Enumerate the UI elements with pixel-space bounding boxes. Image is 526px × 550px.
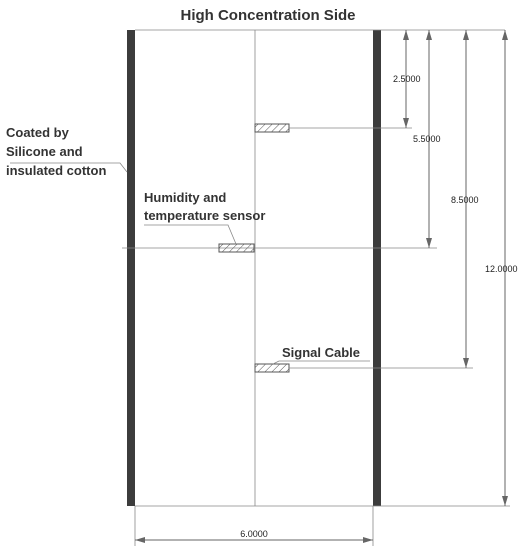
coating-leader-line xyxy=(10,162,128,173)
dim-label-5-5: 5.5000 xyxy=(413,134,441,144)
sensor-label-line2: temperature sensor xyxy=(144,208,265,223)
dim-arrow-8-5-top xyxy=(463,30,469,40)
signal-cable-leader xyxy=(272,360,370,365)
dim-arrow-2-5-bottom xyxy=(403,118,409,128)
signal-cable-label: Signal Cable xyxy=(282,345,360,360)
coating-label-line3: insulated cotton xyxy=(6,163,106,178)
sensor-label-line1: Humidity and xyxy=(144,190,226,205)
dim-label-2-5: 2.5000 xyxy=(393,74,421,84)
dim-arrow-12-bottom xyxy=(502,496,508,506)
dim-arrow-width-left xyxy=(135,537,145,543)
dim-arrow-5-5-top xyxy=(426,30,432,40)
dim-arrow-2-5-top xyxy=(403,30,409,40)
dim-arrow-5-5-bottom xyxy=(426,238,432,248)
dim-arrow-width-right xyxy=(363,537,373,543)
dim-arrow-12-top xyxy=(502,30,508,40)
coating-label-line1: Coated by xyxy=(6,125,70,140)
dim-label-width: 6.0000 xyxy=(240,529,268,539)
dim-label-12: 12.0000 xyxy=(485,264,518,274)
right-wall xyxy=(373,30,381,506)
coating-label-line2: Silicone and xyxy=(6,144,83,159)
diagram-title: High Concentration Side xyxy=(180,7,355,24)
dim-arrow-8-5-bottom xyxy=(463,358,469,368)
sensor-bottom xyxy=(254,363,290,373)
sensor-top xyxy=(254,123,290,133)
sensor-middle xyxy=(218,243,255,253)
left-wall xyxy=(127,30,135,506)
sensor-leader-line xyxy=(144,224,237,245)
dim-label-8-5: 8.5000 xyxy=(451,195,479,205)
